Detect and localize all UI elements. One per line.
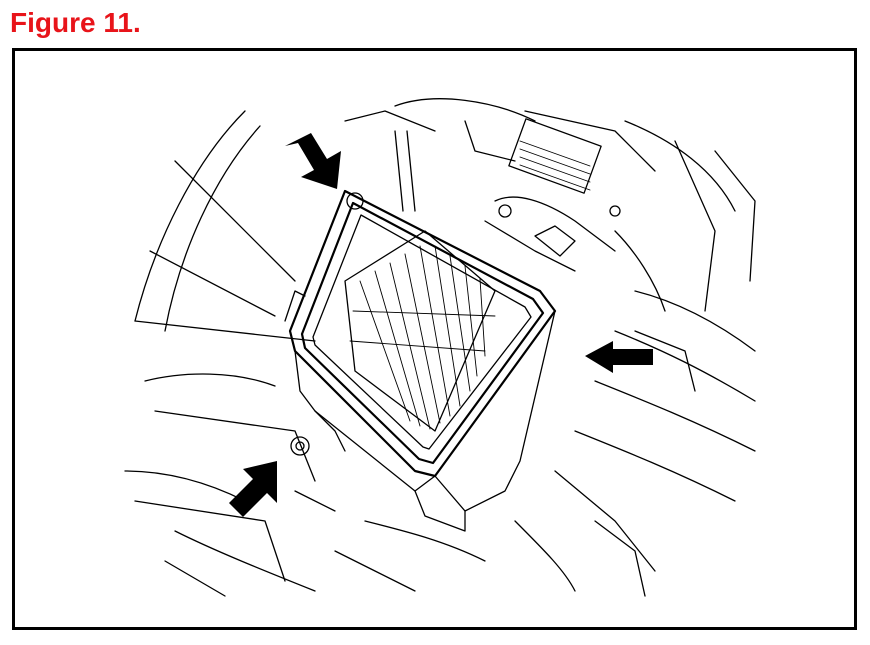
filter-element xyxy=(344,230,496,432)
engine-bay-background xyxy=(124,98,756,597)
arrow-upper-left xyxy=(285,133,341,189)
arrow-right xyxy=(585,341,653,373)
filter-housing xyxy=(284,189,557,532)
line-drawing xyxy=(124,98,756,597)
illustration-frame xyxy=(12,48,857,630)
arrow-lower-left xyxy=(229,461,277,517)
upper-components xyxy=(394,118,621,272)
figure-title: Figure 11. xyxy=(10,7,141,38)
callout-arrows xyxy=(229,133,653,517)
